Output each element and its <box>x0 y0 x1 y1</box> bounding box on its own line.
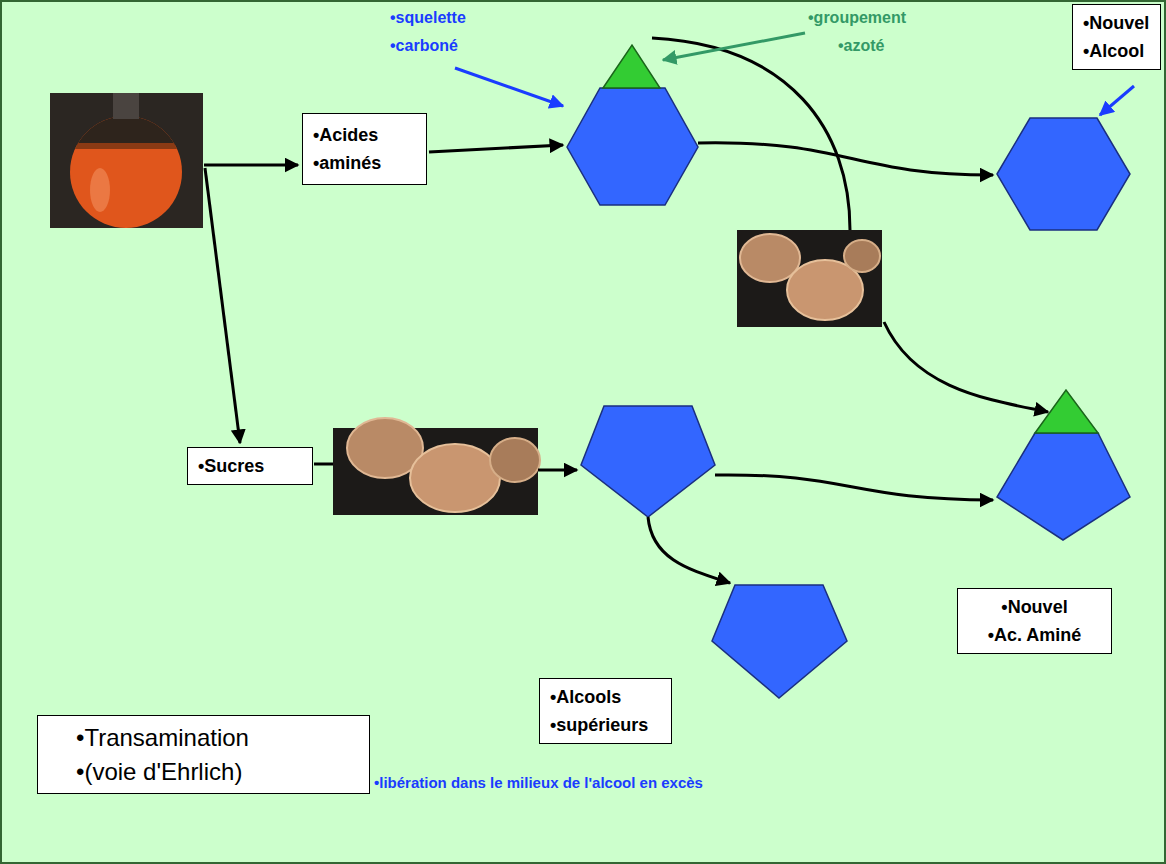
callout-label: •carboné <box>390 36 458 55</box>
callout-label: •azoté <box>838 36 885 55</box>
box-text: •Acides <box>313 121 416 149</box>
box-text: •Ac. Aminé <box>968 621 1101 649</box>
leader-line <box>663 33 805 60</box>
nitrogen-group-triangle <box>603 45 660 88</box>
leader-line <box>455 68 563 106</box>
carbon-skeleton-hexagon <box>567 88 698 205</box>
new-alcohol-hexagon <box>997 118 1130 230</box>
input-box: •Acides•aminés <box>302 113 427 185</box>
callout-label: •groupement <box>808 8 906 27</box>
flow-arrows <box>204 38 1048 583</box>
yeast-picture <box>737 230 882 327</box>
note-text: •libération dans le milieux de l'alcool … <box>374 774 703 792</box>
box-text: •Alcools <box>550 683 661 711</box>
higher-alcohol-pentagon <box>712 585 847 698</box>
new-amino-acid-pentagon <box>997 433 1130 540</box>
yeast-picture <box>333 418 540 515</box>
keto-acid-pentagon <box>581 406 715 517</box>
box-text: •Nouvel <box>968 593 1101 621</box>
flask-picture <box>50 93 203 228</box>
result-box: •Nouvel•Alcool <box>1072 4 1161 70</box>
leader-line <box>1100 86 1134 115</box>
box-text: •Nouvel <box>1083 9 1150 37</box>
input-box: •Sucres <box>187 447 313 485</box>
box-text: •(voie d'Ehrlich) <box>76 755 359 789</box>
box-text: •supérieurs <box>550 711 661 739</box>
box-text: •Transamination <box>76 721 359 755</box>
callout-label: •squelette <box>390 8 466 27</box>
box-text: •aminés <box>313 149 416 177</box>
result-box: •Alcools•supérieurs <box>539 678 672 744</box>
title-box: •Transamination•(voie d'Ehrlich) <box>37 715 370 794</box>
box-text: •Alcool <box>1083 37 1150 65</box>
box-text: •Sucres <box>198 452 302 480</box>
result-box: •Nouvel•Ac. Aminé <box>957 588 1112 654</box>
